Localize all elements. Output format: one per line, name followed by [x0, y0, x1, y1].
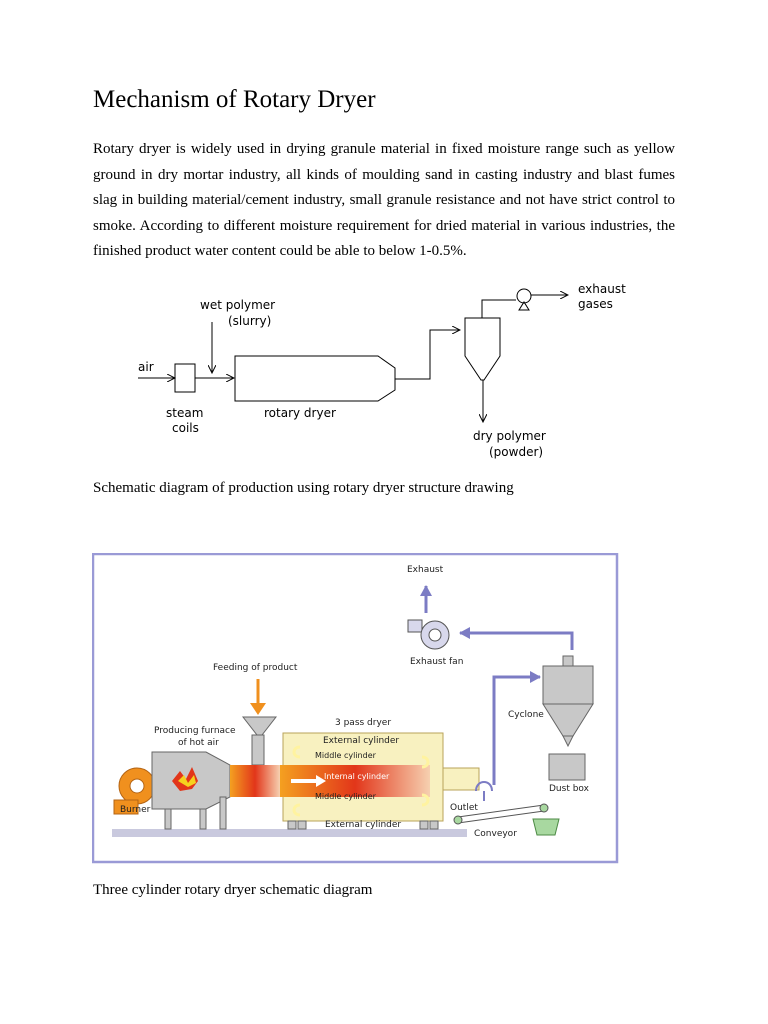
three-cylinder-diagram: Exhaust Exhaust fan Feeding of product P… — [92, 553, 619, 864]
dryer-to-cyclone-line — [492, 671, 541, 785]
exhaust-label: Exhaust — [407, 565, 444, 575]
exhaust-fan-icon — [407, 619, 450, 650]
external-cylinder-top-label: External cylinder — [323, 736, 399, 746]
exhaust-pump-icon — [516, 288, 532, 304]
middle-cylinder-top-label: Middle cylinder — [315, 751, 377, 760]
conveyor-icon — [453, 803, 560, 836]
outlet-icon — [475, 781, 493, 801]
process-schematic: air wet polymer (slurry) steam coils rot… — [138, 282, 626, 459]
slurry-label: (slurry) — [228, 314, 271, 328]
steam-label: steam — [166, 406, 203, 420]
burner-icon — [113, 767, 156, 815]
caption-1: Schematic diagram of production using ro… — [93, 480, 514, 496]
rotary-dryer-label: rotary dryer — [264, 406, 336, 420]
internal-cylinder-label: Internal cylinder — [324, 772, 390, 781]
furnace-label-2: of hot air — [178, 738, 219, 748]
cyclone-label: Cyclone — [508, 710, 544, 720]
gases-label: gases — [578, 297, 613, 311]
powder-label: (powder) — [489, 445, 543, 459]
dust-box-icon — [548, 753, 586, 781]
coils-label: coils — [172, 421, 199, 435]
feeding-label: Feeding of product — [213, 663, 298, 673]
rotary-dryer-shape — [234, 355, 396, 402]
hot-air-duct — [230, 765, 280, 797]
page-title: Mechanism of Rotary Dryer — [93, 86, 376, 113]
caption-2: Three cylinder rotary dryer schematic di… — [93, 882, 373, 898]
burner-label: Burner — [120, 805, 151, 815]
cyclone-exhaust-line — [481, 299, 516, 318]
cyclone-shape — [464, 317, 501, 381]
air-label: air — [138, 360, 154, 374]
exhaust-fan-label: Exhaust fan — [410, 657, 463, 667]
dust-box-label: Dust box — [549, 784, 590, 794]
cyclone-to-fan-line — [459, 627, 574, 650]
dryer-to-cyclone-line — [395, 330, 460, 380]
middle-cylinder-bottom-label: Middle cylinder — [315, 792, 377, 801]
furnace-label-1: Producing furnace — [154, 726, 236, 736]
cyclone-icon — [542, 655, 594, 748]
outlet-label: Outlet — [450, 803, 478, 813]
three-pass-label: 3 pass dryer — [335, 718, 391, 728]
external-cylinder-bottom-label: External cylinder — [325, 820, 401, 830]
exhaust-label: exhaust — [578, 282, 626, 296]
body-paragraph: Rotary dryer is widely used in drying gr… — [93, 141, 675, 260]
steam-coils-box — [174, 363, 196, 393]
conveyor-label: Conveyor — [474, 829, 517, 839]
ground-base — [112, 829, 467, 837]
wet-polymer-label: wet polymer — [200, 298, 275, 312]
dry-polymer-label: dry polymer — [473, 429, 546, 443]
